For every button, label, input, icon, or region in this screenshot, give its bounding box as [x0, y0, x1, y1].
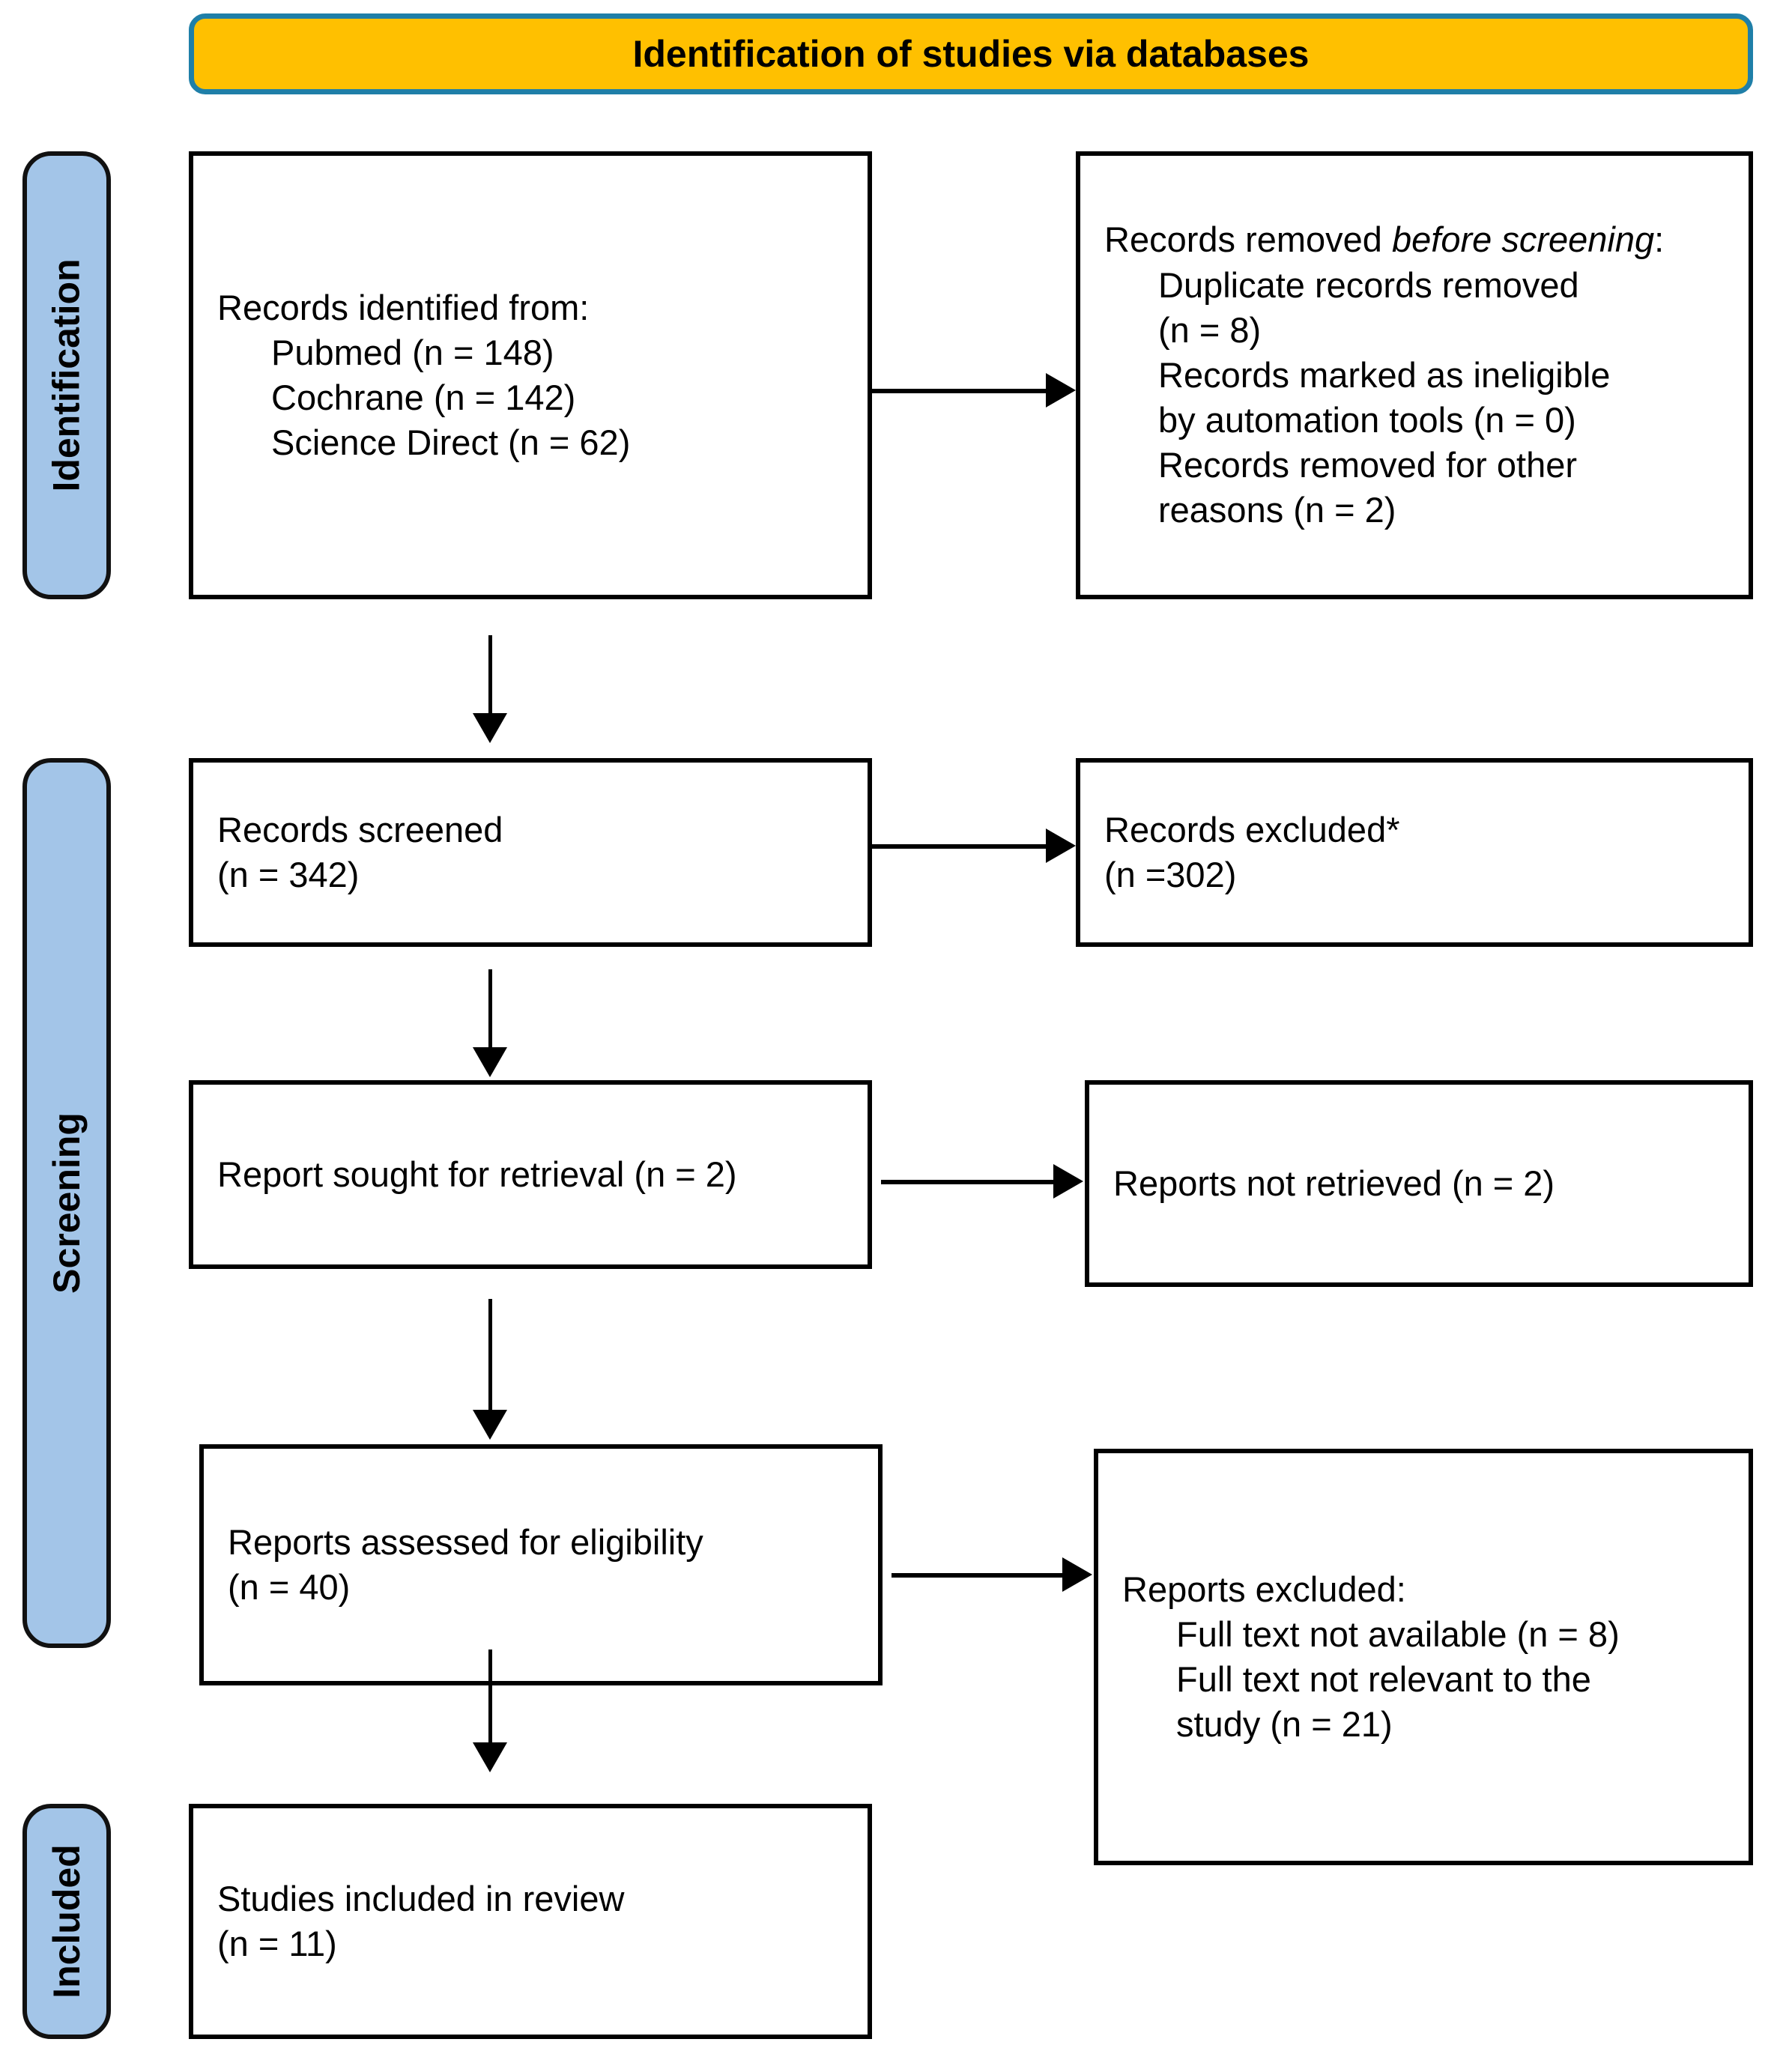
records-removed-item-5: Records removed for other	[1158, 445, 1578, 485]
records-removed-title-text: Records removed	[1104, 219, 1392, 260]
records-identified-title: Records identified from:	[217, 287, 590, 327]
records-removed-item-2: (n = 8)	[1158, 309, 1262, 350]
arrow-shaft	[892, 1573, 1064, 1578]
records-removed-title-italic: before screening	[1392, 219, 1655, 260]
records-removed-title: Records removed before screening:	[1104, 217, 1725, 262]
arrow-head-right-icon	[1046, 828, 1076, 863]
arrow-shaft	[488, 1299, 492, 1411]
reports-excluded-title: Reports excluded:	[1122, 1569, 1406, 1609]
arrow-head-down-icon	[473, 1047, 507, 1077]
records-identified-source-2: Cochrane (n = 142)	[271, 378, 576, 417]
stage-label-identification: Identification	[46, 258, 88, 492]
box-studies-included-in-review: Studies included in review (n = 11)	[189, 1804, 872, 2039]
records-removed-title-colon: :	[1654, 219, 1665, 260]
reports-assessed-count: (n = 40)	[228, 1567, 351, 1607]
reports-excluded-item-2: Full text not relevant to the	[1176, 1659, 1591, 1699]
box-reports-assessed-for-eligibility: Reports assessed for eligibility (n = 40…	[199, 1444, 883, 1685]
box-records-identified: Records identified from: Pubmed (n = 148…	[189, 151, 872, 599]
reports-not-retrieved-label: Reports not retrieved (n = 2)	[1113, 1163, 1555, 1203]
box-records-excluded: Records excluded* (n =302)	[1076, 758, 1753, 947]
arrow-shaft	[872, 389, 1047, 393]
records-removed-item-4: by automation tools (n = 0)	[1158, 400, 1576, 440]
arrow-head-down-icon	[473, 1742, 507, 1772]
arrow-head-right-icon	[1046, 373, 1076, 408]
arrow-head-right-icon	[1062, 1557, 1092, 1592]
stage-bar-screening: Screening	[22, 758, 111, 1648]
records-identified-source-1: Pubmed (n = 148)	[271, 332, 554, 372]
stage-label-screening: Screening	[46, 1112, 88, 1294]
arrow-head-down-icon	[473, 713, 507, 743]
records-identified-source-3: Science Direct (n = 62)	[271, 422, 631, 463]
studies-included-label: Studies included in review	[217, 1878, 625, 1918]
arrow-shaft	[488, 969, 492, 1049]
header-banner: Identification of studies via databases	[189, 13, 1753, 94]
records-removed-item-3: Records marked as ineligible	[1158, 354, 1611, 395]
box-records-removed-before-screening: Records removed before screening: Duplic…	[1076, 151, 1753, 599]
arrow-head-right-icon	[1053, 1164, 1083, 1199]
stage-bar-identification: Identification	[22, 151, 111, 599]
arrow-head-down-icon	[473, 1410, 507, 1440]
records-excluded-count: (n =302)	[1104, 855, 1237, 894]
report-sought-label: Report sought for retrieval (n = 2)	[217, 1154, 737, 1194]
records-screened-label: Records screened	[217, 809, 503, 849]
box-records-screened: Records screened (n = 342)	[189, 758, 872, 947]
records-screened-count: (n = 342)	[217, 855, 360, 894]
records-excluded-label: Records excluded*	[1104, 809, 1400, 849]
arrow-shaft	[872, 844, 1047, 849]
arrow-shaft	[488, 635, 492, 715]
box-report-sought-for-retrieval: Report sought for retrieval (n = 2)	[189, 1080, 872, 1269]
header-title: Identification of studies via databases	[632, 33, 1310, 75]
arrow-shaft	[488, 1649, 492, 1744]
records-removed-item-1: Duplicate records removed	[1158, 264, 1579, 305]
reports-excluded-item-1: Full text not available (n = 8)	[1176, 1614, 1620, 1654]
box-reports-excluded: Reports excluded: Full text not availabl…	[1094, 1449, 1753, 1865]
arrow-shaft	[881, 1180, 1055, 1184]
studies-included-count: (n = 11)	[217, 1924, 337, 1963]
stage-bar-included: Included	[22, 1804, 111, 2039]
records-removed-item-6: reasons (n = 2)	[1158, 490, 1396, 530]
stage-label-included: Included	[46, 1844, 88, 1999]
reports-excluded-item-3: study (n = 21)	[1176, 1704, 1393, 1745]
box-reports-not-retrieved: Reports not retrieved (n = 2)	[1085, 1080, 1753, 1287]
reports-assessed-label: Reports assessed for eligibility	[228, 1521, 703, 1562]
